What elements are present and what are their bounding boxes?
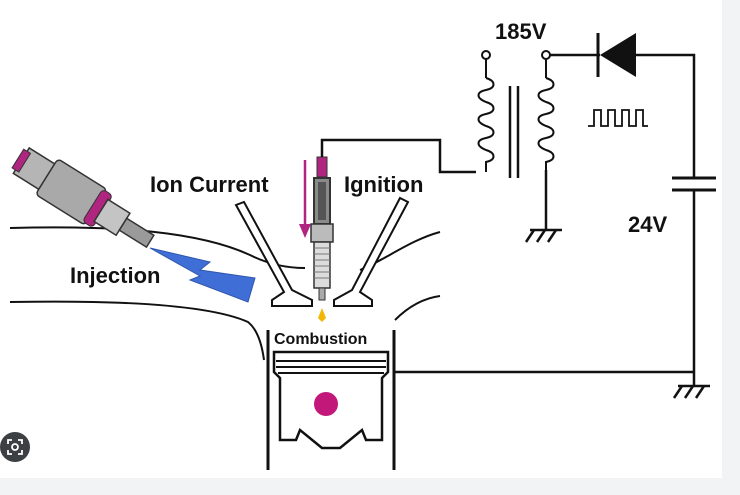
piston-pin bbox=[314, 392, 338, 416]
google-lens-button[interactable] bbox=[0, 432, 30, 462]
capacitor bbox=[672, 176, 716, 192]
ignition-coil bbox=[477, 50, 555, 178]
diode bbox=[596, 33, 636, 77]
ignition-circuit bbox=[320, 53, 696, 386]
intake-port bbox=[9, 226, 306, 361]
spark-plug-electrode bbox=[318, 287, 326, 301]
viewer-bottom-margin bbox=[0, 478, 740, 495]
combustion-label: Combustion bbox=[274, 331, 367, 348]
viewer-right-margin bbox=[722, 0, 740, 495]
fuel-injector bbox=[11, 146, 256, 303]
ion-current-arrow bbox=[299, 160, 311, 238]
spark-flame bbox=[318, 308, 326, 322]
secondary-winding bbox=[537, 77, 555, 170]
voltage-24v-label: 24V bbox=[628, 212, 667, 237]
ion-current-label: Ion Current bbox=[150, 172, 269, 197]
ground-symbol-coil bbox=[524, 228, 562, 243]
spark-plug bbox=[310, 156, 334, 322]
ground-symbol-supply bbox=[672, 384, 710, 399]
pulse-waveform bbox=[588, 109, 648, 127]
ignition-label: Ignition bbox=[344, 172, 423, 197]
injection-label: Injection bbox=[70, 263, 160, 288]
intake-valve bbox=[234, 200, 313, 307]
cylinder bbox=[266, 330, 396, 470]
plug-lead bbox=[320, 138, 476, 174]
google-lens-icon bbox=[7, 439, 23, 455]
piston bbox=[272, 350, 390, 450]
spark-plug-hex bbox=[310, 223, 334, 243]
spark-plug-terminal bbox=[316, 156, 328, 178]
exhaust-valve bbox=[333, 196, 410, 307]
voltage-185v-label: 185V bbox=[495, 19, 547, 44]
fuel-spray bbox=[149, 247, 256, 303]
primary-winding bbox=[477, 77, 495, 172]
spark-plug-thread bbox=[313, 241, 331, 289]
